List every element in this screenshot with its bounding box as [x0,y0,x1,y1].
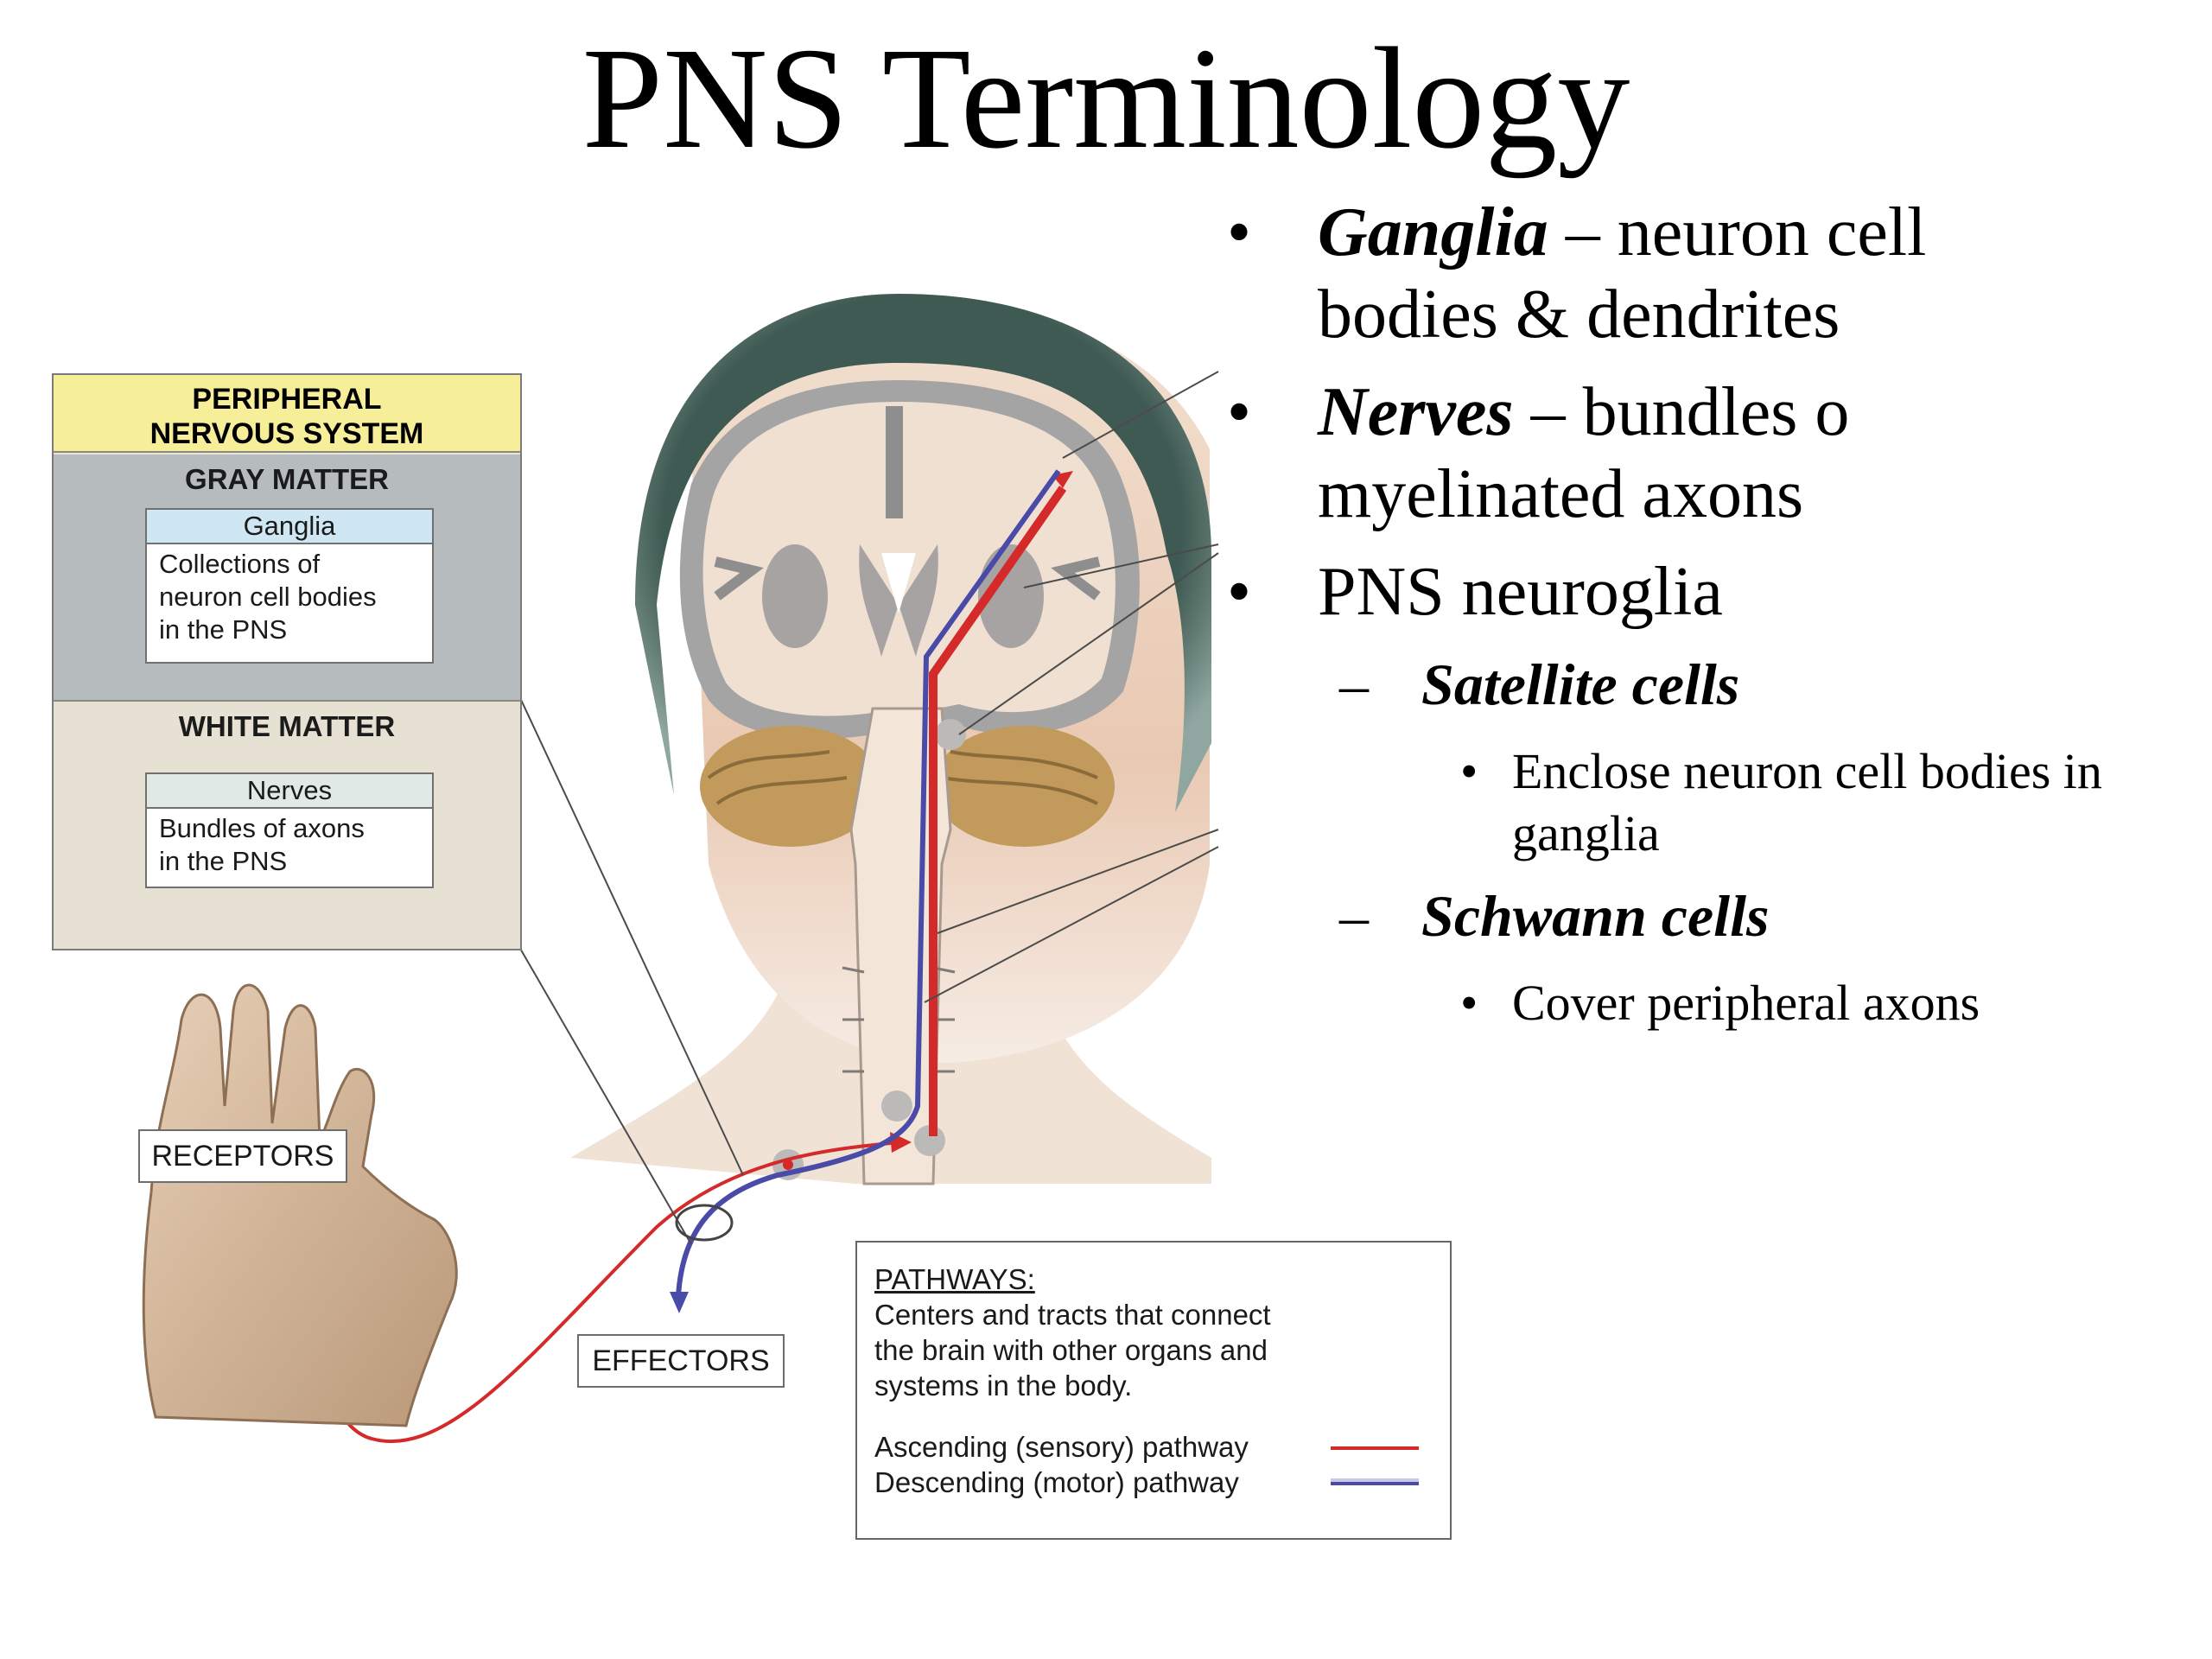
schwann-detail: Cover peripheral axons [1512,975,1980,1031]
bullet-nerves: • Nerves – bundles o myelinated axons [1227,372,2203,536]
receptors-label: RECEPTORS [138,1129,347,1183]
pathways-legend: PATHWAYS: Centers and tracts that connec… [855,1241,1452,1540]
bullet-dot: • [1460,975,1478,1031]
legend-line2: the brain with other organs and [874,1334,1268,1366]
dash-marker: – [1339,883,1369,949]
dash-marker: – [1339,652,1369,717]
legend-descending-row: Descending (motor) pathway [874,1465,1433,1500]
legend-line3: systems in the body. [874,1370,1133,1402]
schwann-term: Schwann cells [1421,883,1770,949]
ganglia-card-line2: neuron cell bodies [159,582,377,612]
sub-bullet-satellite: – Satellite cells [1227,649,2203,720]
ganglia-card-title: Ganglia [147,510,432,544]
panel-header-line2: NERVOUS SYSTEM [149,417,424,450]
detail-schwann: • Cover peripheral axons [1227,972,2203,1034]
terminology-list: • Ganglia – neuron cell bodies & dendrit… [1227,192,2203,1050]
ganglia-def-line2: bodies & dendrites [1318,276,1840,353]
nerves-card-title: Nerves [147,774,432,809]
panel-header-line1: PERIPHERAL [192,383,382,416]
bullet-dot: • [1227,374,1252,450]
legend-title: PATHWAYS: [874,1263,1035,1295]
bullet-ganglia: • Ganglia – neuron cell bodies & dendrit… [1227,192,2203,356]
cerebellum [700,726,1115,847]
nerves-card-line1: Bundles of axons [159,813,365,843]
spinal-cord [772,707,966,1185]
nerves-term: Nerves [1318,374,1514,450]
legend-ascending-label: Ascending (sensory) pathway [874,1431,1249,1463]
leader-lines [435,371,1219,1245]
bullet-neuroglia: • PNS neuroglia [1227,551,2203,633]
ganglia-card-body: Collections of neuron cell bodies in the… [147,544,432,653]
bullet-dot: • [1227,194,1252,270]
gray-matter-title: GRAY MATTER [185,463,389,495]
ganglia-card-line1: Collections of [159,549,321,579]
bullet-dot: • [1460,743,1478,799]
satellite-detail-line2: ganglia [1512,805,1660,861]
brain-section [679,380,1140,740]
legend-descending-label: Descending (motor) pathway [874,1466,1239,1498]
ganglia-term: Ganglia [1318,194,1548,270]
ganglia-def-line1: – neuron cell [1548,194,1927,270]
legend-descending-swatch [1331,1482,1419,1485]
legend-line1: Centers and tracts that connect [874,1299,1271,1331]
sub-bullet-schwann: – Schwann cells [1227,880,2203,951]
ganglia-card: Ganglia Collections of neuron cell bodie… [145,508,434,664]
nerves-card: Nerves Bundles of axons in the PNS [145,772,434,888]
panel-header: PERIPHERAL NERVOUS SYSTEM [54,375,520,453]
nerves-card-line2: in the PNS [159,846,288,876]
legend-ascending-swatch [1331,1446,1419,1450]
satellite-detail-line1: Enclose neuron cell bodies in [1512,743,2102,799]
detail-satellite: • Enclose neuron cell bodies in ganglia [1227,741,2203,865]
hand [142,983,458,1427]
effectors-label: EFFECTORS [577,1334,785,1388]
bullet-dot: • [1227,554,1252,630]
page-title: PNS Terminology [582,18,1630,179]
gray-matter-section: GRAY MATTER Ganglia Collections of neuro… [54,454,520,702]
satellite-term: Satellite cells [1421,652,1740,717]
white-matter-section: WHITE MATTER Nerves Bundles of axons in … [54,702,520,949]
neuroglia-text: PNS neuroglia [1318,554,1723,630]
pns-info-panel: PERIPHERAL NERVOUS SYSTEM GRAY MATTER Ga… [52,373,522,950]
legend-ascending-row: Ascending (sensory) pathway [874,1429,1433,1465]
nerves-def-line2: myelinated axons [1318,456,1804,532]
nerves-def-line1: – bundles o [1513,374,1850,450]
nerves-card-body: Bundles of axons in the PNS [147,809,432,885]
ganglia-card-line3: in the PNS [159,614,288,645]
white-matter-title: WHITE MATTER [178,710,396,742]
nerve-callout-ring [675,1204,734,1242]
